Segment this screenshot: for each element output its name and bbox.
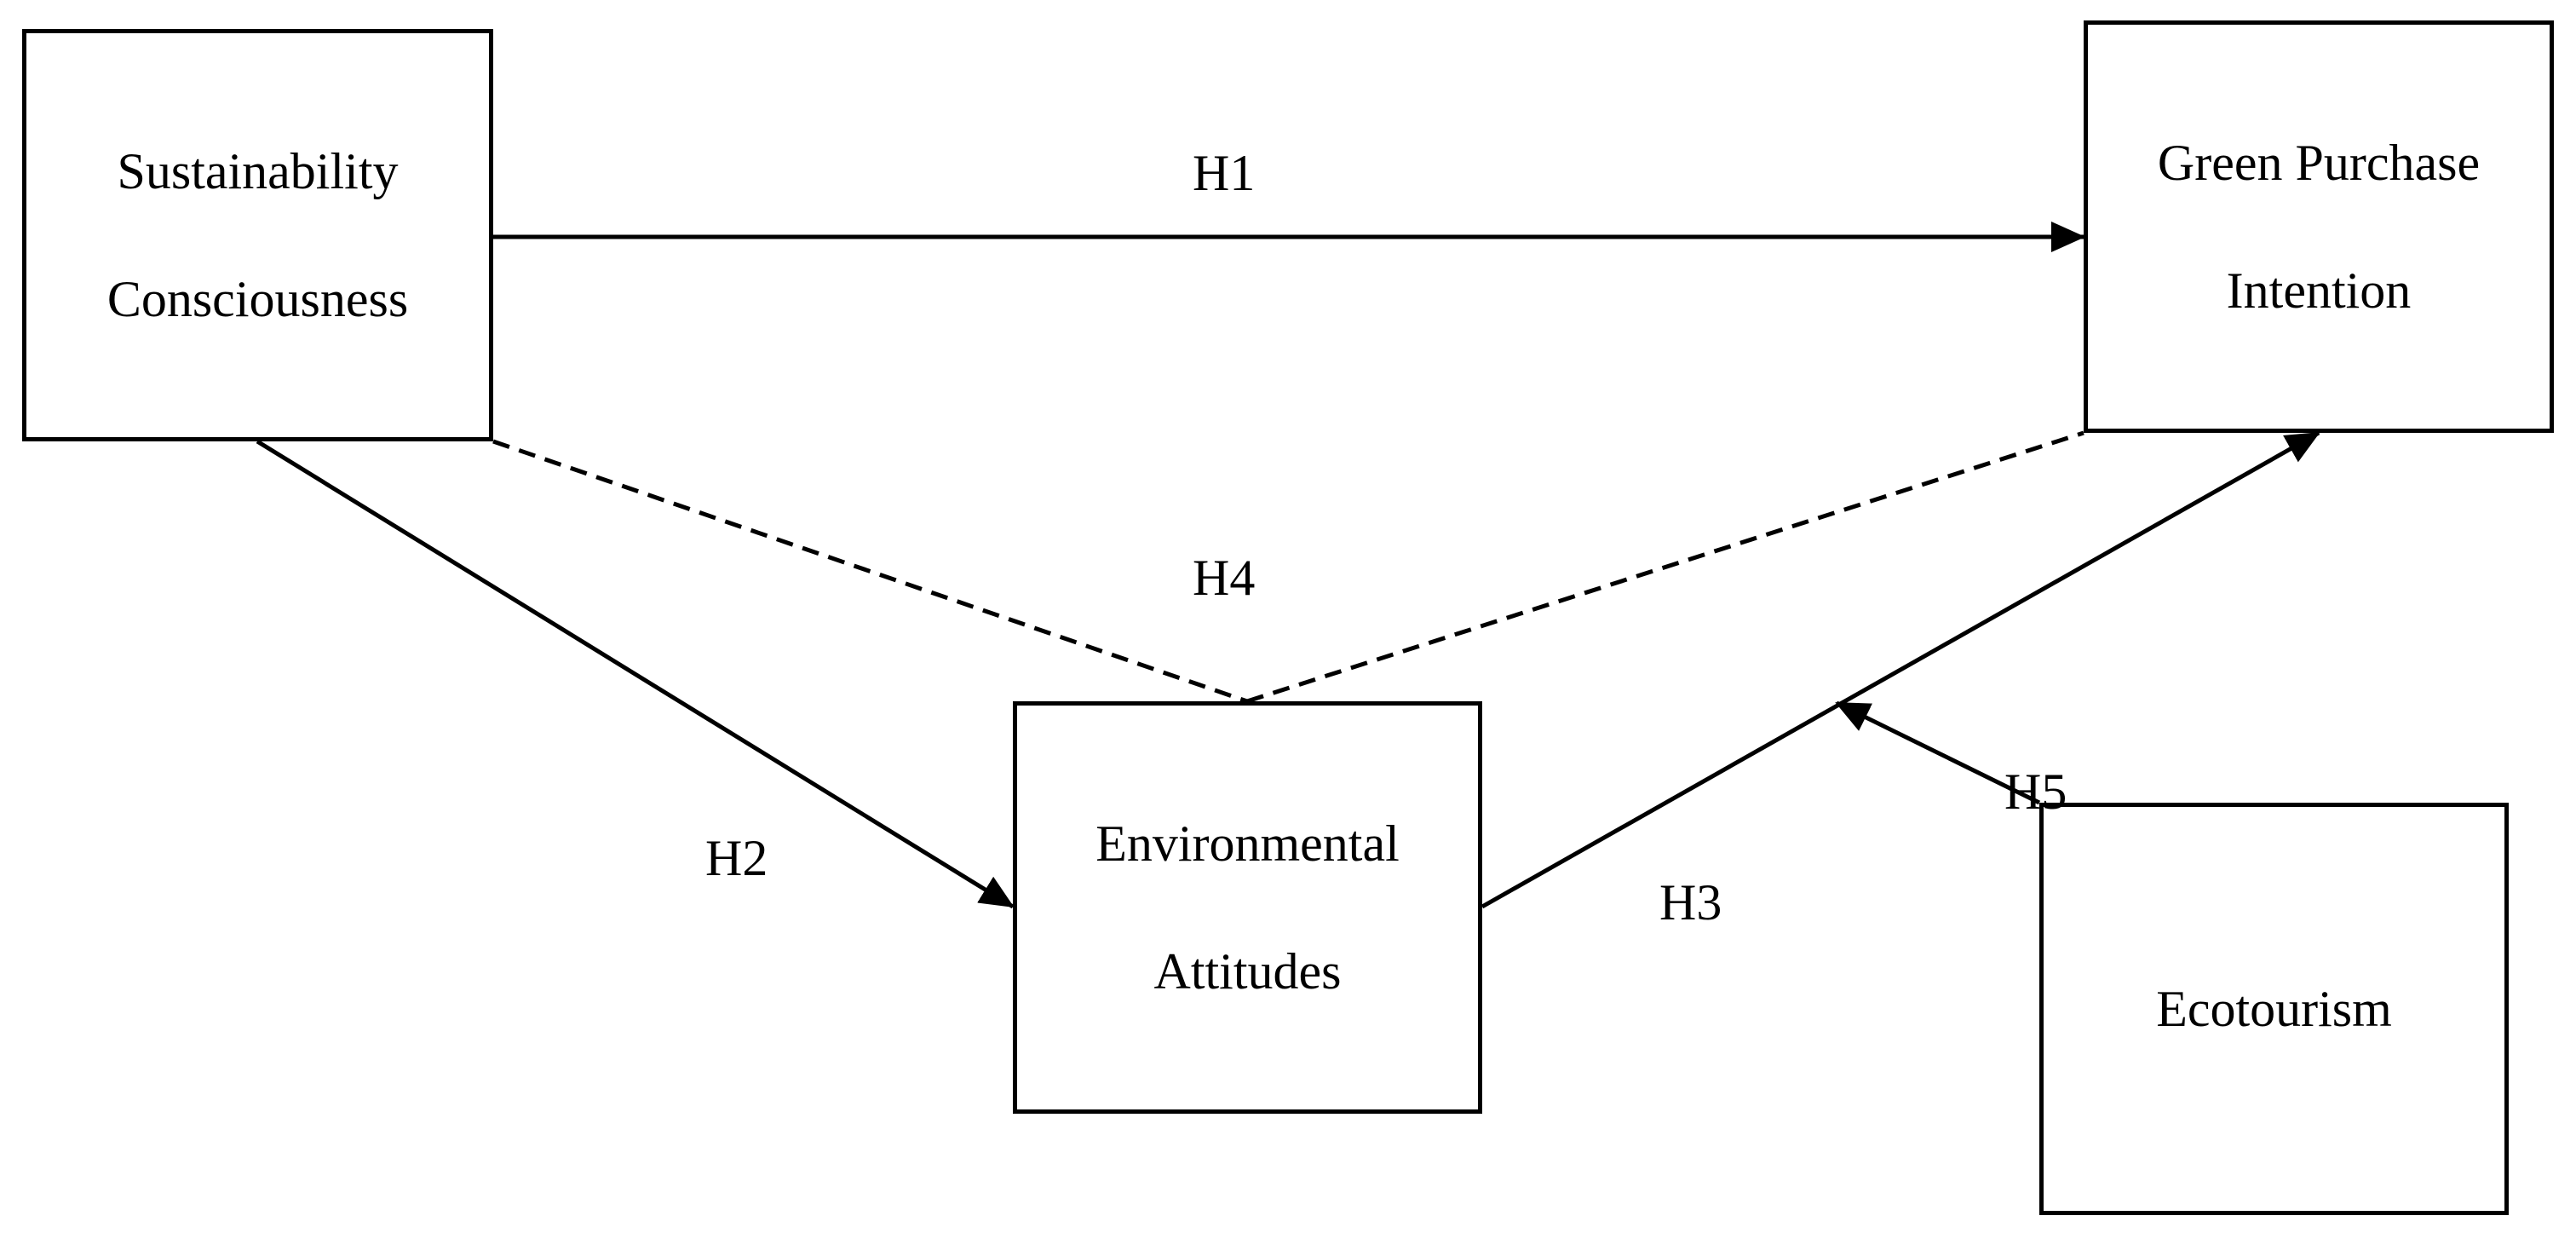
box-sustainability-consciousness: Sustainability Consciousness — [22, 29, 493, 441]
hypothesis-label-h2: H2 — [705, 830, 768, 886]
hypothesis-label-h1: H1 — [1193, 145, 1256, 201]
label-sustainability-consciousness: Sustainability Consciousness — [106, 143, 409, 327]
box-environmental-attitudes: Environmental Attitudes — [1013, 701, 1482, 1114]
box-ecotourism: Ecotourism — [2039, 803, 2509, 1215]
arrow-h2 — [256, 439, 1015, 909]
hypothesis-label-h5: H5 — [2004, 763, 2067, 820]
label-green-purchase-intention: Green Purchase Intention — [2157, 135, 2481, 319]
arrow-h5 — [1835, 700, 2041, 805]
arrow-h3 — [1481, 430, 2320, 909]
dashed-path-h4-right — [1246, 430, 2084, 704]
dashed-path-h4-left — [492, 439, 1248, 704]
hypothesis-label-h3: H3 — [1659, 874, 1722, 931]
hypothesis-label-h4: H4 — [1193, 550, 1256, 606]
box-green-purchase-intention: Green Purchase Intention — [2084, 20, 2554, 433]
label-environmental-attitudes: Environmental Attitudes — [1095, 815, 1400, 1000]
label-ecotourism: Ecotourism — [2156, 981, 2392, 1037]
